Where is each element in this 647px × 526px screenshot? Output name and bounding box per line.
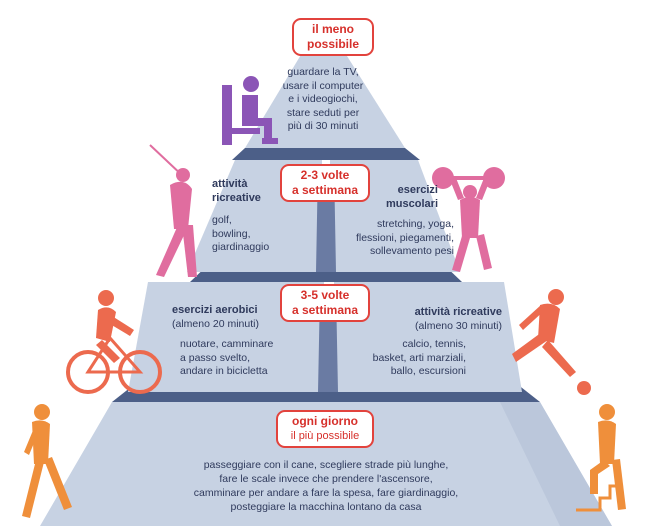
tier-3-left-title: esercizi aerobici (almeno 20 minuti) (172, 304, 259, 331)
tier-2-left-title-line: ricreative (212, 191, 261, 204)
tier-base-block (40, 402, 612, 526)
tier-top-badge-line-1: il meno (311, 22, 354, 36)
tier-3-right-subtitle: (almeno 30 minuti) (415, 319, 502, 332)
tier-3-left-item: andare in bicicletta (180, 365, 268, 377)
tier-base-line: fare le scale invece che prendere l'asce… (219, 473, 433, 485)
tier-top-badge: il meno possibile (292, 18, 374, 56)
tier-3-right-item: calcio, tennis, (402, 338, 466, 350)
tier-3-badge-line-1: 3-5 volte (300, 288, 350, 302)
tier-2-right-item: stretching, yoga, (376, 218, 454, 230)
tier-top-activities: guardare la TV, usare il computer e i vi… (272, 66, 374, 134)
tier-top-badge-line-2: possibile (306, 37, 359, 51)
tier-2-left-item: bowling, (212, 227, 251, 240)
walking-person-icon (22, 404, 72, 518)
tier-2-right-title-line: esercizi (397, 184, 438, 196)
stair-climber-icon (576, 404, 626, 512)
tier-base-activities: passeggiare con il cane, scegliere strad… (150, 458, 502, 514)
golfer-icon (149, 144, 197, 277)
tier-base-line: posteggiare la macchina lontano da casa (230, 501, 422, 513)
tier-3-right-block (334, 282, 522, 392)
tier-3-left-item: nuotare, camminare (180, 338, 274, 350)
tier-2-badge-line-1: 2-3 volte (300, 168, 350, 182)
tier-top-line: e i videogiochi, (288, 93, 358, 105)
tier-top-line: guardare la TV, (287, 66, 359, 78)
tier-top-line: usare il computer (282, 79, 364, 92)
tier-base-line: camminare per andare a fare la spesa, fa… (193, 487, 459, 499)
tier-top-line: più di 30 minuti (287, 120, 359, 132)
tier-3-right-item: basket, arti marziali, (372, 351, 466, 364)
weightlifter-icon (432, 167, 505, 272)
tier-3-badge: 3-5 volte a settimana (280, 284, 370, 322)
sitting-person-icon (222, 76, 278, 145)
tier-3-badge-line-2: a settimana (291, 303, 359, 317)
tier-2-right-items: stretching, yoga, flessioni, piegamenti,… (332, 218, 454, 259)
tier-base-badge-title: ogni giorno (292, 414, 358, 428)
tier-3-right-title: attività ricreative (almeno 30 minuti) (378, 306, 502, 333)
tier-2-left-title-line: attività (212, 178, 248, 190)
tier-2-left-item: giardinaggio (212, 241, 270, 253)
tier-2-right-item: sollevamento pesi (369, 245, 454, 257)
tier-2-left-items: golf, bowling, giardinaggio (212, 214, 269, 255)
tier-2-left-item: golf, (212, 214, 232, 226)
tier-3-right-item: ballo, escursioni (390, 365, 466, 377)
tier-base-badge-subtitle: il più possibile (290, 430, 360, 442)
tier-3-left-subtitle: (almeno 20 minuti) (172, 317, 259, 330)
tier-2-right-title-line: muscolari (386, 197, 438, 210)
tier-top-line: stare seduti per (286, 106, 360, 119)
tier-base-shade (500, 402, 612, 526)
tier-base-badge: ogni giorno il più possibile (276, 410, 374, 448)
tier-3-left-item: a passo svelto, (180, 351, 251, 364)
tier-top-block (245, 18, 405, 148)
tier-3-left-items: nuotare, camminare a passo svelto, andar… (180, 338, 273, 379)
tier-2-right-title: esercizi muscolari (360, 184, 438, 211)
tier-3-left-block (128, 282, 324, 392)
tier-2-left-title: attività ricreative (212, 178, 261, 205)
tier-2-badge: 2-3 volte a settimana (280, 164, 370, 202)
tier-3-right-title-text: attività ricreative (414, 306, 502, 318)
tier-2-badge-line-2: a settimana (291, 183, 359, 197)
tier-base-line: passeggiare con il cane, scegliere strad… (203, 459, 449, 471)
tier-3-left-title-text: esercizi aerobici (172, 304, 258, 316)
tier-2-right-item: flessioni, piegamenti, (355, 231, 454, 244)
cyclist-icon (66, 290, 162, 394)
tier-3-right-items: calcio, tennis, basket, arti marziali, b… (346, 338, 466, 379)
tier-slab-1 (232, 148, 420, 160)
soccer-player-icon (512, 289, 591, 395)
